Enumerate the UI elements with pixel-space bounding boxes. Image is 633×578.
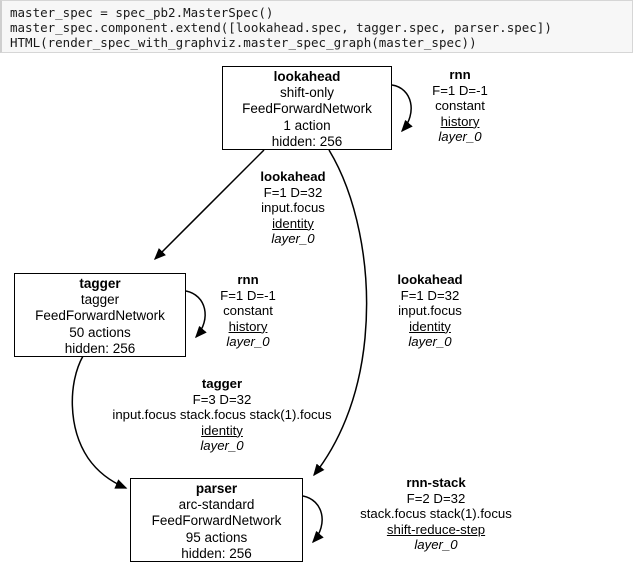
node-lookahead-transition: shift-only xyxy=(279,85,335,101)
node-tagger-hidden: hidden: 256 xyxy=(64,340,136,356)
edge-label-lookahead-self: rnn F=1 D=-1 constant history layer_0 xyxy=(410,67,510,145)
edge-lookahead-to-tagger xyxy=(153,149,265,261)
edge-label-fd: F=3 D=32 xyxy=(192,391,252,407)
edge-label-link: identity xyxy=(272,215,314,231)
edge-label-layer: layer_0 xyxy=(226,334,270,349)
edge-label-tagger-to-parser: tagger F=3 D=32 input.focus stack.focus … xyxy=(76,376,368,454)
node-tagger[interactable]: tagger tagger FeedForwardNetwork 50 acti… xyxy=(14,273,186,357)
edge-lookahead-self xyxy=(391,84,413,133)
edge-label-layer: layer_0 xyxy=(414,537,458,552)
edge-tagger-to-parser xyxy=(71,355,128,489)
edge-label-layer: layer_0 xyxy=(271,231,315,246)
edge-label-link: history xyxy=(228,318,268,334)
edge-tagger-self xyxy=(185,290,207,339)
edge-label-layer: layer_0 xyxy=(408,334,452,349)
edge-label-link: identity xyxy=(201,422,243,438)
edge-label-title: rnn xyxy=(237,272,259,287)
edge-label-lookahead-to-tagger: lookahead F=1 D=32 input.focus identity … xyxy=(233,169,353,247)
node-parser-network: FeedForwardNetwork xyxy=(151,513,282,529)
edge-label-title: tagger xyxy=(201,376,243,391)
node-tagger-transition: tagger xyxy=(80,292,120,308)
edge-label-fd: F=1 D=32 xyxy=(263,184,323,200)
node-lookahead-network: FeedForwardNetwork xyxy=(242,101,372,117)
edge-parser-self xyxy=(302,495,324,544)
edge-label-features: constant xyxy=(435,98,485,113)
edge-label-features: input.focus xyxy=(261,200,325,215)
node-tagger-network: FeedForwardNetwork xyxy=(35,308,165,324)
node-parser-title: parser xyxy=(195,481,238,496)
code-input-cell[interactable]: master_spec = spec_pb2.MasterSpec() mast… xyxy=(0,0,633,53)
edge-label-fd: F=1 D=-1 xyxy=(432,82,488,98)
edge-label-title: lookahead xyxy=(397,272,463,287)
edge-label-title: rnn-stack xyxy=(406,475,466,490)
edge-label-title: rnn xyxy=(449,67,471,82)
master-spec-graph: lookahead shift-only FeedForwardNetwork … xyxy=(0,53,633,578)
node-lookahead-title: lookahead xyxy=(273,69,341,84)
edge-label-features: stack.focus stack(1).focus xyxy=(360,506,512,521)
edge-label-layer: layer_0 xyxy=(200,438,244,453)
node-parser[interactable]: parser arc-standard FeedForwardNetwork 9… xyxy=(130,478,303,562)
node-lookahead[interactable]: lookahead shift-only FeedForwardNetwork … xyxy=(222,66,392,150)
edge-label-fd: F=1 D=32 xyxy=(400,287,460,303)
node-parser-actions: 95 actions xyxy=(185,529,248,545)
edge-label-link: identity xyxy=(409,318,451,334)
edge-label-tagger-self: rnn F=1 D=-1 constant history layer_0 xyxy=(198,272,298,350)
edge-label-features: input.focus xyxy=(398,303,462,318)
code-line-2: master_spec.component.extend([lookahead.… xyxy=(10,20,552,36)
edge-label-features: input.focus stack.focus stack(1).focus xyxy=(112,407,332,422)
edge-label-lookahead-to-parser: lookahead F=1 D=32 input.focus identity … xyxy=(370,272,490,350)
node-tagger-title: tagger xyxy=(79,276,121,291)
code-line-1: master_spec = spec_pb2.MasterSpec() xyxy=(10,5,274,20)
node-parser-hidden: hidden: 256 xyxy=(181,545,252,561)
edge-label-features: constant xyxy=(223,303,273,318)
node-lookahead-actions: 1 action xyxy=(283,117,331,133)
edge-label-title: lookahead xyxy=(260,169,326,184)
code-line-3: HTML(render_spec_with_graphviz.master_sp… xyxy=(10,35,477,51)
node-lookahead-hidden: hidden: 256 xyxy=(271,133,343,149)
edge-label-link: shift-reduce-step xyxy=(386,521,486,537)
graph-edges-svg xyxy=(71,84,413,544)
edge-lookahead-to-parser xyxy=(313,149,368,477)
edge-label-layer: layer_0 xyxy=(438,129,482,144)
edge-label-link: history xyxy=(440,113,480,129)
edge-label-parser-self: rnn-stack F=2 D=32 stack.focus stack(1).… xyxy=(320,475,552,553)
edge-label-fd: F=2 D=32 xyxy=(406,490,466,506)
node-parser-transition: arc-standard xyxy=(178,497,255,513)
edge-label-fd: F=1 D=-1 xyxy=(220,287,276,303)
node-tagger-actions: 50 actions xyxy=(69,324,131,340)
